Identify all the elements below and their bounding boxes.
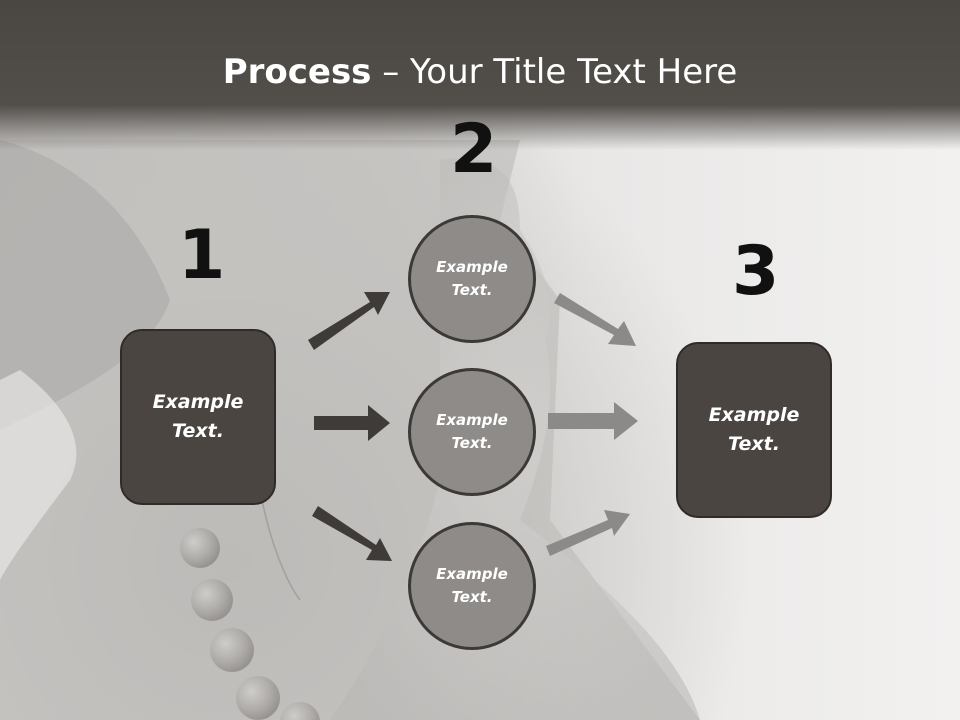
light-arrow-up [546,510,630,556]
dark-arrow-right [314,405,390,441]
slide-title: Process – Your Title Text Here [0,52,960,92]
left-box-line1: Example [152,391,244,413]
right-box-line1: Example [708,404,800,426]
circle-middle-line2: Text. [451,434,493,452]
circle-middle-line1: Example [436,411,508,429]
circle-top-line1: Example [436,258,508,276]
circle-bottom-line2: Text. [451,588,493,606]
title-bold: Process [222,52,372,92]
step-number-1: 1 [178,216,226,295]
light-arrow-right [548,402,638,440]
step-number-2: 2 [450,110,498,189]
title-bar [0,0,960,150]
dark-arrow-up [308,292,390,350]
right-box-line2: Text. [728,433,780,455]
dark-arrow-down [312,506,392,561]
circle-bottom-line1: Example [436,565,508,583]
circle-top-line2: Text. [451,281,493,299]
left-box-line2: Text. [172,420,224,442]
title-rest: – Your Title Text Here [371,52,738,92]
step-number-3: 3 [732,232,780,311]
light-arrow-down [554,293,636,346]
